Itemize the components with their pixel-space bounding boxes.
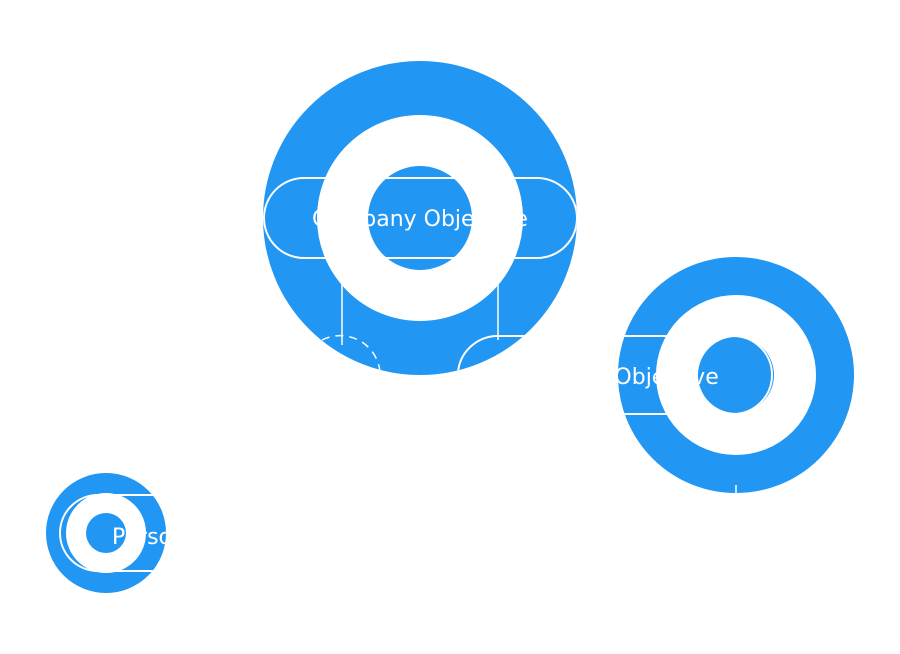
company-objective-core <box>368 166 472 270</box>
company-to-team-connector <box>341 258 499 345</box>
company-objective-label: Company Objective <box>312 207 528 232</box>
team-objective-label: Team Objective <box>548 365 718 390</box>
team-objective-node[interactable]: Team Objective <box>472 257 854 500</box>
team-objective-core <box>698 337 774 413</box>
company-objective-pill <box>263 177 577 259</box>
personal-objective-pill <box>59 494 166 572</box>
personal-objective-node[interactable]: Personal Objective <box>46 473 317 593</box>
team-objective-pill-edge <box>457 334 577 373</box>
company-objective-outer-ring <box>263 61 577 375</box>
personal-objective-core <box>86 513 126 553</box>
company-objective-node[interactable]: Company Objective <box>263 61 600 375</box>
personal-objective-label: Personal Objective <box>112 525 317 550</box>
personal-objective-outer-ring <box>46 473 166 593</box>
team-objective-outer-ring <box>618 257 854 493</box>
